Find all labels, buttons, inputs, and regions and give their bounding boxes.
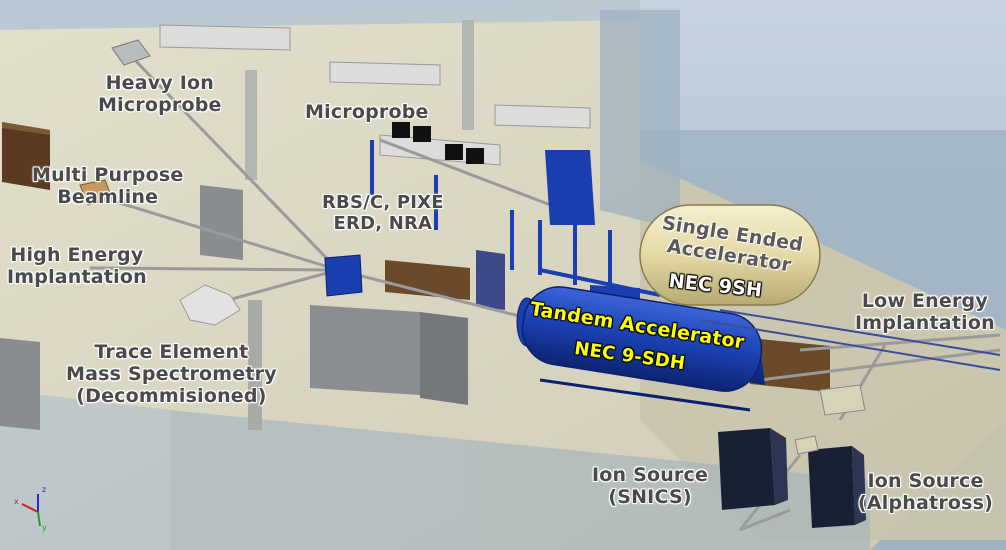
magnet [545,150,595,225]
cabinet-top [2,122,50,135]
rack [420,312,468,405]
chamber [111,39,151,66]
rail [719,309,1001,356]
pillar [462,20,474,130]
ion-source-alphatross-rack-side [852,446,866,525]
axis-x-label: x [14,497,19,506]
label-rbs-pixe-erd-nra: RBS/C, PIXE ERD, NRA [322,192,444,234]
label-heavy-ion-microprobe: Heavy Ion Microprobe [98,72,222,116]
monitor [392,122,410,138]
label-ion-source-alphatross: Ion Source (Alphatross) [858,470,994,514]
rack [200,185,243,260]
label-trace-element-mass-spectrometry: Trace Element Mass Spectrometry (Decommi… [66,341,277,407]
monitor [445,144,463,160]
partition-wall-right-top [600,10,680,230]
rack [476,250,505,310]
chamber [79,179,113,206]
rack [310,305,420,395]
partition-wall-bottom-right [470,440,870,550]
monitor [413,126,431,142]
label-low-energy-implantation: Low Energy Implantation [855,290,995,334]
pillar [248,300,262,430]
ion-source-snics-rack-side [770,428,788,505]
switching-magnet [324,254,363,297]
cabinet [385,260,470,300]
partition-wall-top [0,0,640,30]
label-microprobe: Microprobe [305,101,429,123]
rail [699,319,1001,371]
single-ended-accelerator-tank [639,204,821,306]
label-high-energy-implantation: High Energy Implantation [7,244,147,288]
axis-z-label: z [42,485,46,494]
rack [0,338,40,430]
axis-triad: z x y [14,485,47,532]
desk [494,104,591,129]
desk [329,61,441,86]
trace-element-cross [179,284,241,326]
pillar [245,70,257,180]
cabinet [2,122,50,190]
axis-y-label: y [42,523,47,532]
label-multi-purpose-beamline: Multi Purpose Beamline [32,164,184,208]
monitor [466,148,484,164]
desk [159,24,291,51]
label-ion-source-snics: Ion Source (SNICS) [592,464,709,508]
ion-source-alphatross-rack [808,446,855,528]
ion-source-housing [794,435,819,455]
tandem-accelerator-tank [516,286,765,412]
partition-wall-bottom [170,410,470,550]
ion-source-snics-rack [718,428,775,510]
beamline-frames [370,140,661,297]
partition-wall-left [0,390,170,550]
ion-source-housing [819,384,866,416]
